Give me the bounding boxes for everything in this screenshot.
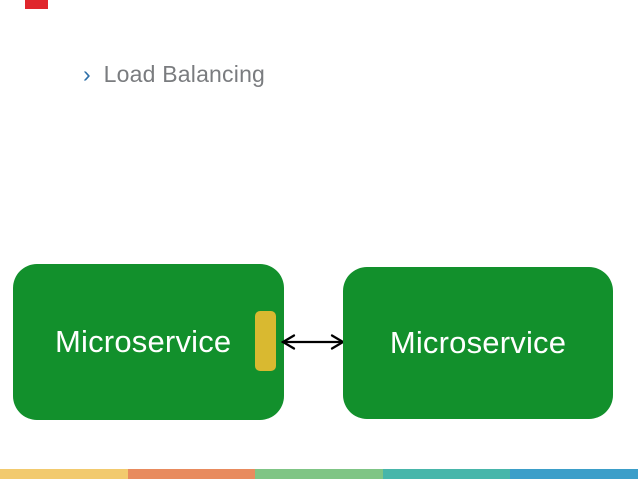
microservice-box-left: Microservice bbox=[13, 264, 284, 420]
slide-title: Load Balancing bbox=[103, 61, 266, 87]
footer-segment-teal bbox=[382, 469, 511, 479]
slide-title-row: › Load Balancing bbox=[83, 61, 265, 88]
chevron-bullet-icon: › bbox=[83, 61, 91, 87]
footer-segment-orange bbox=[127, 469, 256, 479]
microservice-right-label: Microservice bbox=[389, 325, 567, 360]
microservice-left-label: Microservice bbox=[55, 324, 232, 359]
double-arrow-icon bbox=[280, 334, 346, 350]
load-balancer-buffer bbox=[255, 311, 276, 371]
footer-segment-blue bbox=[510, 469, 638, 479]
slide-progress-indicator bbox=[25, 0, 48, 9]
microservice-box-right: Microservice bbox=[343, 267, 613, 419]
footer-segment-gold bbox=[0, 469, 128, 479]
footer-segment-green bbox=[255, 469, 383, 479]
footer-color-stripe bbox=[0, 469, 638, 479]
